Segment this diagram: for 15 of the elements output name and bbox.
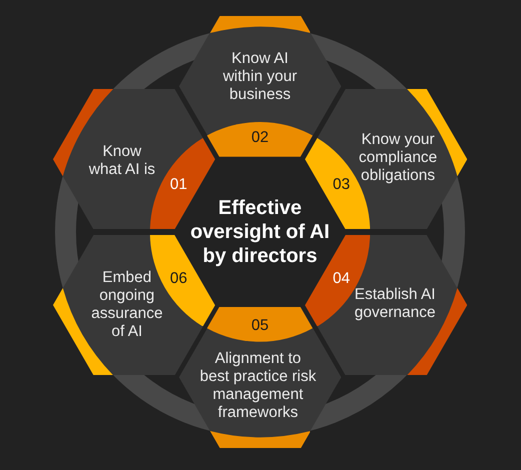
hexagon-tile <box>178 307 342 448</box>
step-label: Know what AI is <box>88 142 156 179</box>
step-number: 04 <box>332 270 351 288</box>
step-label: Alignment to best practice risk management frameworks <box>198 350 317 422</box>
step-number: 06 <box>169 270 188 288</box>
step-label: Know AI within your business <box>222 50 298 104</box>
step-number: 03 <box>332 176 351 194</box>
step-label: Know your compliance obligations <box>358 130 438 185</box>
step-number: 02 <box>250 128 270 147</box>
hexagon-tile <box>178 16 342 157</box>
step-label: Establish AI governance <box>353 286 436 322</box>
step-label: Embed ongoing assurance of AI <box>90 269 164 341</box>
center-label: Effective oversight of AI by directors <box>189 196 330 268</box>
step-number: 05 <box>250 316 270 335</box>
step-number: 01 <box>169 176 188 194</box>
